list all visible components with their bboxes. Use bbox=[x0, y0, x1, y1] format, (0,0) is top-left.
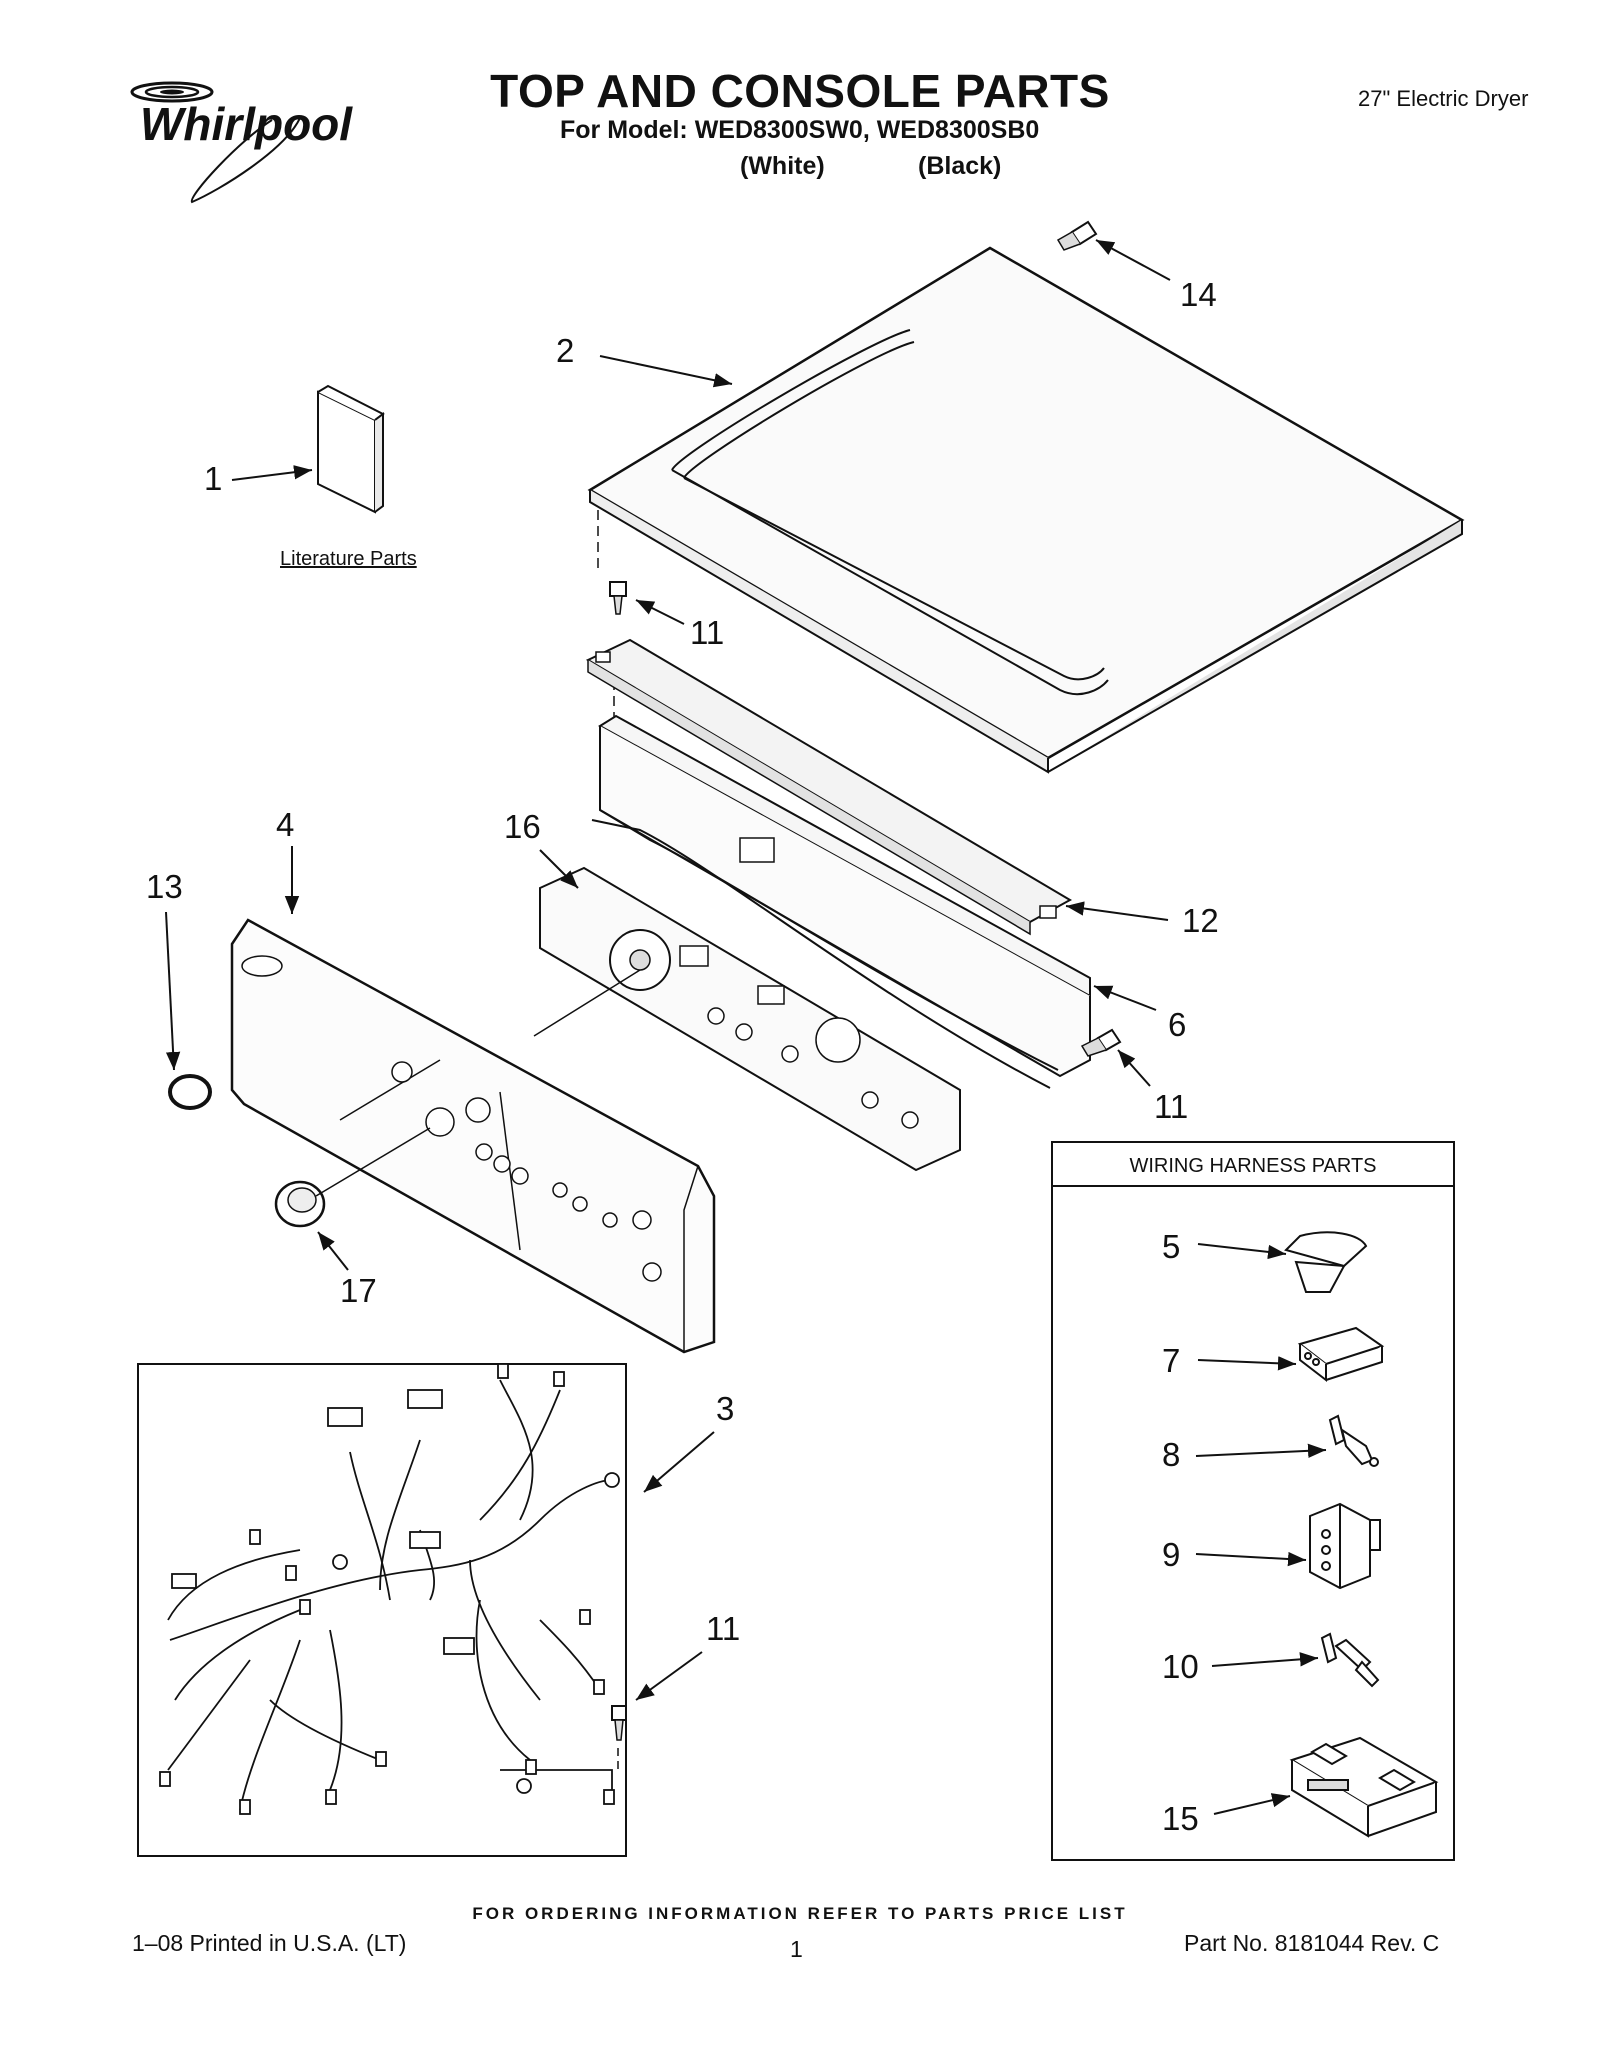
terminal-8 bbox=[1328, 1414, 1379, 1467]
callout-8: 8 bbox=[1162, 1436, 1180, 1473]
part-number: Part No. 8181044 Rev. C bbox=[1184, 1930, 1440, 1956]
callout-1: 1 bbox=[204, 460, 222, 497]
console-panel bbox=[230, 918, 716, 1354]
wiring-harness-parts-box bbox=[1051, 1141, 1455, 1861]
callout-6: 6 bbox=[1168, 1006, 1186, 1043]
ui-control-board bbox=[539, 866, 961, 1172]
print-info: 1–08 Printed in U.S.A. (LT) bbox=[132, 1930, 407, 1956]
callout-2: 2 bbox=[556, 332, 574, 369]
terminal-10 bbox=[1320, 1632, 1380, 1688]
callout-13: 13 bbox=[146, 868, 183, 905]
harness-connectors bbox=[159, 1363, 620, 1815]
screw-11-middle bbox=[1080, 1028, 1122, 1057]
screw-14 bbox=[1056, 220, 1098, 251]
variant-white: (White) bbox=[740, 152, 825, 180]
wiring-harness-frame bbox=[137, 1363, 627, 1857]
page-title: TOP AND CONSOLE PARTS bbox=[490, 65, 1110, 117]
literature-parts-book bbox=[317, 384, 385, 514]
literature-parts-label: Literature Parts bbox=[280, 548, 417, 570]
top-bracket-rail bbox=[585, 638, 1073, 936]
callout-14: 14 bbox=[1180, 276, 1217, 313]
harness-clip-5 bbox=[1284, 1231, 1368, 1293]
callout-17: 17 bbox=[340, 1272, 377, 1309]
callout-5: 5 bbox=[1162, 1228, 1180, 1265]
connector-7 bbox=[1297, 1326, 1385, 1383]
callout-3: 3 bbox=[716, 1390, 734, 1427]
whirlpool-logo: Whirlpool bbox=[130, 81, 353, 204]
ordering-note: FOR ORDERING INFORMATION REFER TO PARTS … bbox=[472, 1904, 1128, 1923]
console-frame bbox=[591, 714, 1091, 1089]
wiring-box-title: WIRING HARNESS PARTS bbox=[1129, 1155, 1376, 1177]
main-wiring-harness bbox=[167, 1379, 613, 1811]
variant-black: (Black) bbox=[918, 152, 1002, 180]
callout-11-middle: 11 bbox=[1154, 1088, 1188, 1125]
connector-9 bbox=[1309, 1502, 1381, 1590]
callout-11-lower: 11 bbox=[706, 1610, 740, 1647]
product-type: 27" Electric Dryer bbox=[1358, 86, 1529, 111]
callout-7: 7 bbox=[1162, 1342, 1180, 1379]
callout-12: 12 bbox=[1182, 902, 1219, 939]
page-number: 1 bbox=[790, 1936, 803, 1962]
screw-11-upper bbox=[609, 581, 627, 615]
model-line: For Model: WED8300SW0, WED8300SB0 bbox=[560, 116, 1040, 144]
callout-11-upper: 11 bbox=[690, 614, 724, 651]
control-knob-17 bbox=[274, 1180, 326, 1228]
screw-11-lower bbox=[611, 1705, 627, 1741]
brand-wordmark: Whirlpool bbox=[140, 98, 353, 150]
callout-16: 16 bbox=[504, 808, 541, 845]
callout-9: 9 bbox=[1162, 1536, 1180, 1573]
callout-15: 15 bbox=[1162, 1800, 1199, 1837]
top-panel bbox=[587, 246, 1465, 774]
console-lens-13 bbox=[168, 1074, 212, 1110]
connector-block-15 bbox=[1289, 1736, 1439, 1838]
callout-10: 10 bbox=[1162, 1648, 1199, 1685]
callout-4: 4 bbox=[276, 806, 294, 843]
